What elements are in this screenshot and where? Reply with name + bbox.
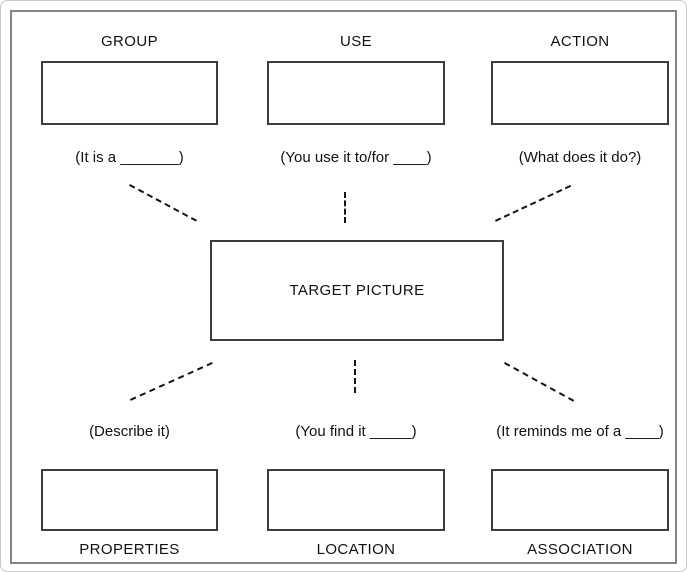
node-label-properties: PROPERTIES [79,541,180,558]
node-prompt-group: (It is a _______) [75,149,184,166]
connector-association-line [504,362,575,402]
connector-location-line [354,360,356,393]
target-picture-box: TARGET PICTURE [210,240,504,341]
node-box-association [491,469,669,531]
node-label-group: GROUP [100,33,158,50]
connector-properties-line [130,361,213,401]
target-picture-label: TARGET PICTURE [289,282,425,299]
node-box-use [267,61,445,125]
node-box-group [41,61,218,125]
connector-group-line [129,184,197,222]
connector-use-line [344,192,346,223]
node-box-location [267,469,445,531]
node-label-association: ASSOCIATION [527,541,633,558]
node-prompt-properties: (Describe it) [89,423,170,440]
node-label-location: LOCATION [316,541,396,558]
node-box-action [491,61,669,125]
connector-action-line [495,184,572,222]
node-prompt-location: (You find it _____) [295,423,417,440]
node-prompt-use: (You use it to/for ____) [280,149,432,166]
node-prompt-association: (It reminds me of a ____) [496,423,664,440]
diagram-frame: GROUP USE ACTION (It is a _______) (You … [10,10,677,564]
node-prompt-action: (What does it do?) [518,149,642,166]
node-box-properties [41,469,218,531]
node-label-use: USE [339,33,373,50]
node-label-action: ACTION [550,33,610,50]
